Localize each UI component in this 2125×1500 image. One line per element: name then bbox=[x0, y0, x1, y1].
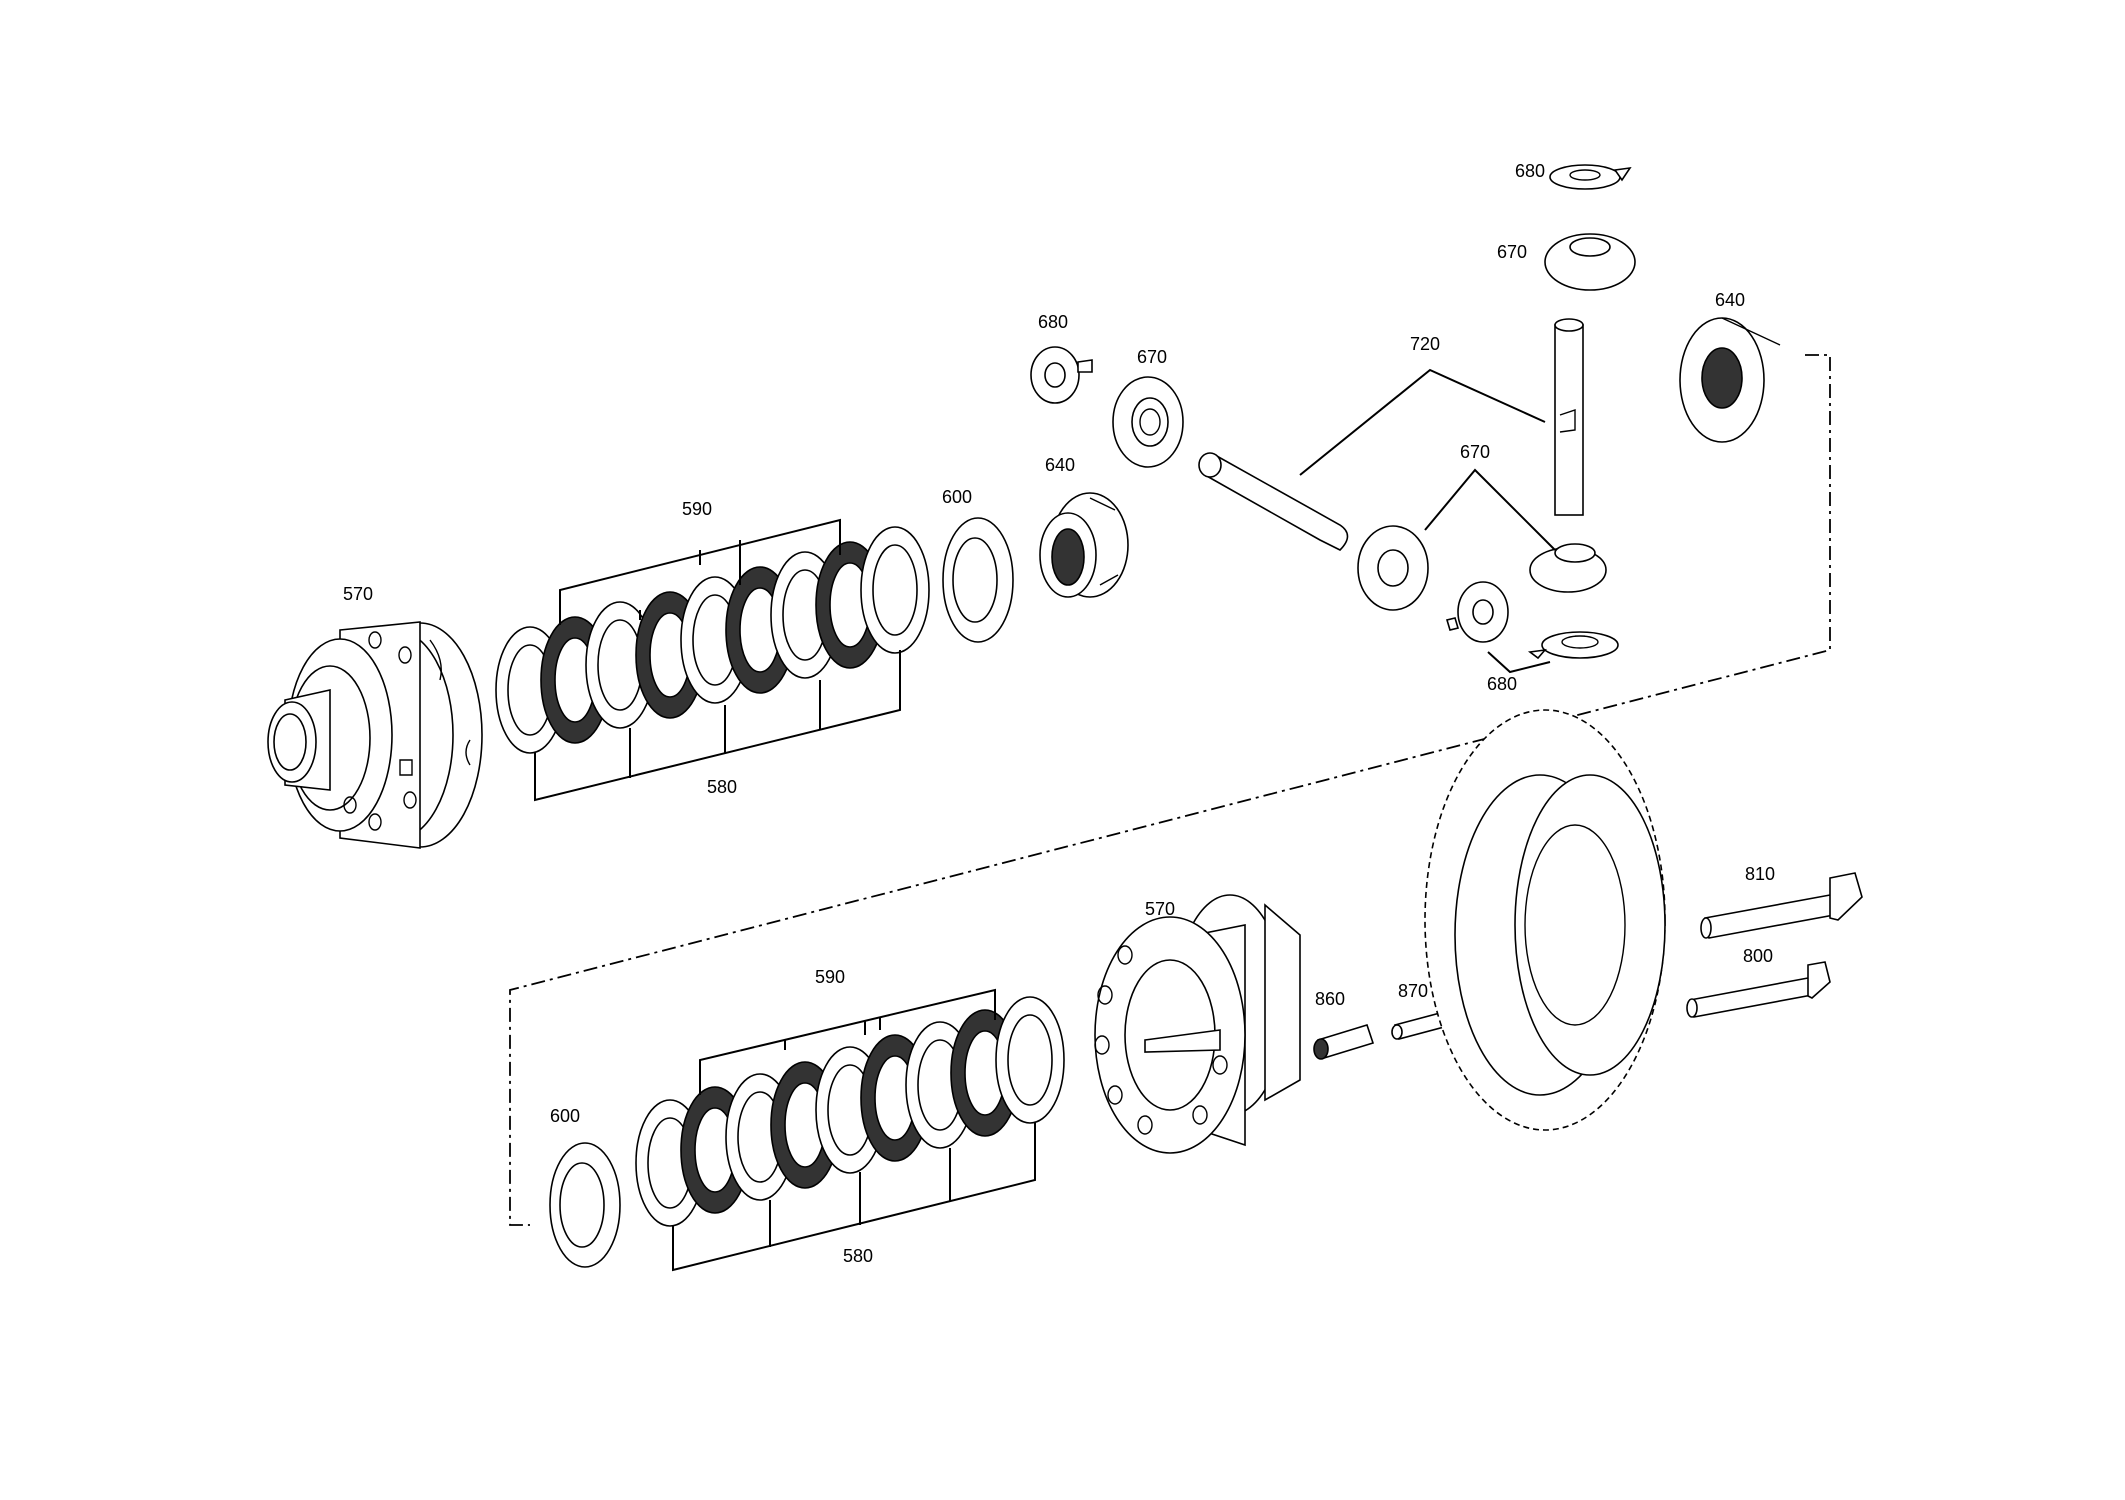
label-670-left: 670 bbox=[1137, 347, 1167, 367]
housing-570-bottom bbox=[1094, 894, 1301, 1154]
thrust-washer-600-top bbox=[942, 517, 1014, 643]
label-680-bottom: 680 bbox=[1487, 674, 1517, 694]
side-gear-640-right bbox=[1679, 317, 1781, 443]
pinion-gear-670-top bbox=[1544, 233, 1636, 291]
label-800: 800 bbox=[1743, 946, 1773, 966]
housing-570-top bbox=[267, 621, 483, 849]
label-590-top: 590 bbox=[682, 499, 712, 519]
thrust-washer-600-bottom bbox=[549, 1142, 621, 1268]
label-600-bottom: 600 bbox=[550, 1106, 580, 1126]
bracket-590-bottom bbox=[699, 988, 996, 1095]
label-640-right: 640 bbox=[1715, 290, 1745, 310]
leader-680-bottom bbox=[1487, 651, 1551, 674]
label-670-top: 670 bbox=[1497, 242, 1527, 262]
washer-680-top bbox=[1549, 164, 1632, 190]
bracket-580-top bbox=[534, 650, 901, 802]
label-810: 810 bbox=[1745, 864, 1775, 884]
clutch-pack-top bbox=[495, 526, 930, 754]
label-720: 720 bbox=[1410, 334, 1440, 354]
label-570-top: 570 bbox=[343, 584, 373, 604]
pin-870 bbox=[1391, 1012, 1445, 1040]
ring-gear bbox=[1424, 709, 1666, 1131]
label-870: 870 bbox=[1398, 981, 1428, 1001]
label-680-left: 680 bbox=[1038, 312, 1068, 332]
pinion-gear-670-mid bbox=[1357, 525, 1607, 611]
washer-680-bottom bbox=[1445, 581, 1619, 660]
leader-670-mid bbox=[1424, 468, 1556, 551]
label-670-mid: 670 bbox=[1460, 442, 1490, 462]
pinion-gear-670-left bbox=[1112, 376, 1184, 468]
label-580-bottom: 580 bbox=[843, 1246, 873, 1266]
clutch-pack-bottom bbox=[635, 996, 1065, 1227]
label-860: 860 bbox=[1315, 989, 1345, 1009]
assembly-connection-line bbox=[509, 354, 1831, 1226]
bracket-580-bottom bbox=[672, 1122, 1036, 1272]
bolt-800 bbox=[1686, 961, 1831, 1018]
label-640-left: 640 bbox=[1045, 455, 1075, 475]
label-580-top: 580 bbox=[707, 777, 737, 797]
label-680-top: 680 bbox=[1515, 161, 1545, 181]
label-570-bottom: 570 bbox=[1145, 899, 1175, 919]
washer-680-left bbox=[1030, 346, 1093, 404]
leader-720 bbox=[1299, 368, 1546, 476]
label-600-top: 600 bbox=[942, 487, 972, 507]
bolt-810 bbox=[1700, 872, 1863, 939]
side-gear-640-left bbox=[1039, 492, 1129, 598]
label-590-bottom: 590 bbox=[815, 967, 845, 987]
cross-shaft-720 bbox=[1198, 318, 1584, 551]
sleeve-860 bbox=[1313, 1024, 1375, 1060]
